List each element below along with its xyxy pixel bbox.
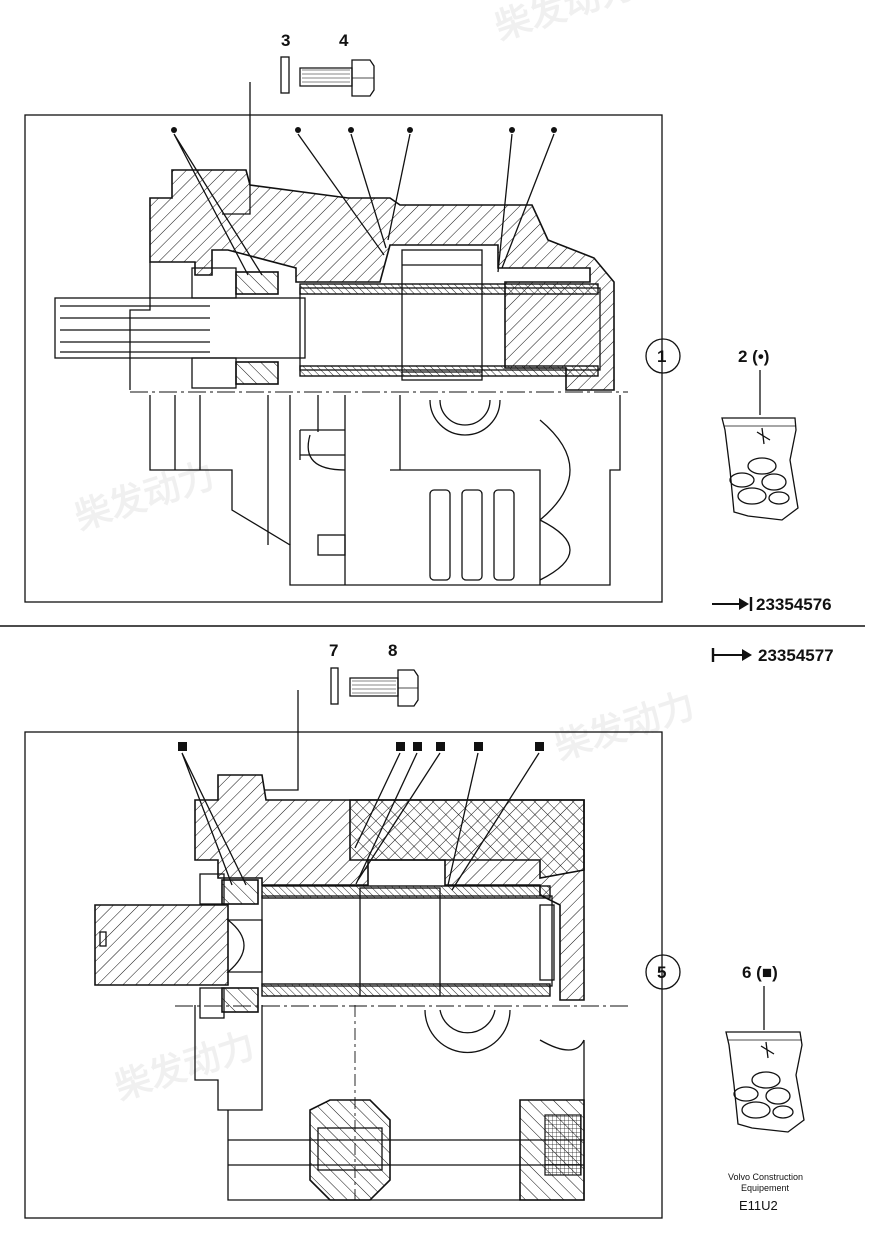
washer-7-icon xyxy=(330,667,339,705)
seal-square-markers xyxy=(178,742,544,751)
top-shaft xyxy=(54,249,601,381)
seal-kit-bag-6-icon xyxy=(725,1031,805,1133)
brand-line-2: Equipement xyxy=(741,1183,790,1193)
svg-text:柴发动力: 柴发动力 xyxy=(550,684,700,767)
brand-line-1: Volvo Construction xyxy=(728,1172,803,1182)
ref-23354576: 23354576 xyxy=(756,595,832,614)
ref-23354577: 23354577 xyxy=(758,646,834,665)
label-1: 1 xyxy=(657,347,666,366)
label-7: 7 xyxy=(329,641,338,660)
bottom-frame xyxy=(24,731,663,1219)
bottom-shaft xyxy=(94,885,555,997)
bolt-8-icon xyxy=(349,669,419,707)
bottom-section: 23354577 7 8 xyxy=(24,641,834,1219)
svg-text:柴发动力: 柴发动力 xyxy=(490,0,640,48)
seal-kit-bag-icon xyxy=(721,417,799,521)
label-3: 3 xyxy=(281,31,290,50)
backward-ref-arrow-icon xyxy=(711,648,752,662)
diagram-code: E11U2 xyxy=(739,1198,778,1213)
bottom-shaft-seals xyxy=(199,873,259,1019)
callout-1-circle xyxy=(645,338,681,374)
seal-dot-markers xyxy=(171,127,557,133)
forward-ref-arrow-icon xyxy=(712,597,753,611)
label-2: 2 (•) xyxy=(738,347,769,366)
top-section: 3 4 xyxy=(24,31,832,614)
label-8: 8 xyxy=(388,641,397,660)
label-5: 5 xyxy=(657,963,666,982)
top-housing xyxy=(149,169,615,391)
label-6: 6 (■) xyxy=(742,963,778,982)
svg-text:柴发动力: 柴发动力 xyxy=(70,454,220,537)
washer-3-icon xyxy=(280,56,290,94)
callout-5-circle xyxy=(645,954,681,990)
top-frame xyxy=(24,114,663,603)
bolt-4-icon xyxy=(299,59,375,97)
label-4: 4 xyxy=(339,31,349,50)
top-shaft-seals xyxy=(191,267,279,389)
svg-text:柴发动力: 柴发动力 xyxy=(110,1024,260,1107)
